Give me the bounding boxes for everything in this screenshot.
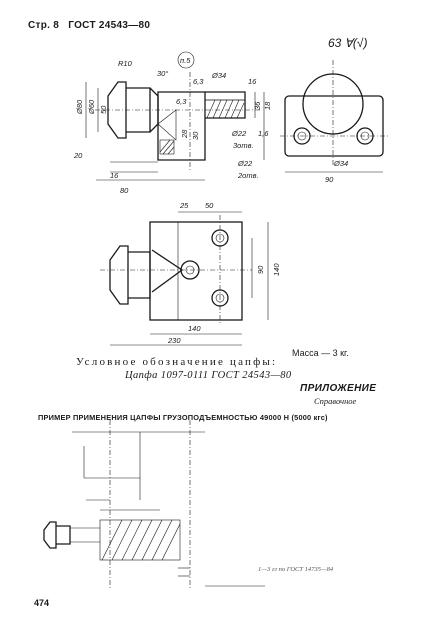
example-title: ПРИМЕР ПРИМЕНЕНИЯ ЦАПФЫ ГРУЗОПОДЪЕМНОСТЬ… xyxy=(38,413,328,422)
dim-36: 36 xyxy=(253,101,262,110)
dim-d34b: Ø34 xyxy=(333,159,348,168)
plan-view xyxy=(100,211,269,346)
dim-d80: Ø80 xyxy=(75,99,84,115)
dim-1-6: 1,6 xyxy=(258,129,269,138)
designation-value: Цапфа 1097-0111 ГОСТ 24543—80 xyxy=(125,370,292,381)
designation-label: Условное обозначение цапфы: xyxy=(76,356,278,368)
roughness-symbol: 63 ∀(√) xyxy=(328,36,368,50)
dim-50: 50 xyxy=(205,201,214,210)
side-view xyxy=(85,51,265,181)
dim-holes3: 3отв. xyxy=(233,141,254,150)
appendix-title: ПРИЛОЖЕНИЕ xyxy=(300,383,377,394)
dim-d22a: Ø22 xyxy=(231,129,247,138)
standard-number: ГОСТ 24543—80 xyxy=(68,20,151,31)
dim-p5: п.5 xyxy=(180,56,191,65)
page-number: 474 xyxy=(34,598,50,608)
dim-r63b: 6,3 xyxy=(176,97,187,106)
dim-holes2: 2отв. xyxy=(237,171,259,180)
dim-angle30: 30° xyxy=(157,69,168,78)
dim-16c: 16 xyxy=(110,171,119,180)
page-header: Стр. 8 ГОСТ 24543—80 xyxy=(28,20,156,31)
mass-label: Масса — 3 кг. xyxy=(292,348,349,358)
application-sketch xyxy=(43,420,265,590)
dim-80: 80 xyxy=(120,186,129,195)
end-view xyxy=(280,60,390,173)
dim-d50: 50 xyxy=(99,105,108,114)
dim-140b: 140 xyxy=(188,324,201,333)
dim-16: 16 xyxy=(248,77,257,86)
dim-140a: 140 xyxy=(272,263,281,276)
dim-30: 30 xyxy=(191,131,200,140)
dim-r63a: 6,3 xyxy=(193,77,204,86)
dim-18: 18 xyxy=(263,101,272,110)
dim-230: 230 xyxy=(167,336,181,345)
appendix-subtitle: Справочное xyxy=(314,396,357,406)
dim-d22b: Ø22 xyxy=(237,159,253,168)
dim-d34-top: Ø34 xyxy=(211,71,226,80)
dim-d60: Ø60 xyxy=(87,99,96,115)
bottom-reference: 1—3 гг по ГОСТ 14735—84 xyxy=(258,566,334,573)
dim-r10: R10 xyxy=(118,59,133,68)
dim-20: 20 xyxy=(73,151,83,160)
dim-90a: 90 xyxy=(325,175,334,184)
dim-25: 25 xyxy=(179,201,189,210)
dim-90b: 90 xyxy=(256,265,265,274)
dim-28: 28 xyxy=(180,129,189,139)
page-label: Стр. 8 xyxy=(28,20,60,31)
